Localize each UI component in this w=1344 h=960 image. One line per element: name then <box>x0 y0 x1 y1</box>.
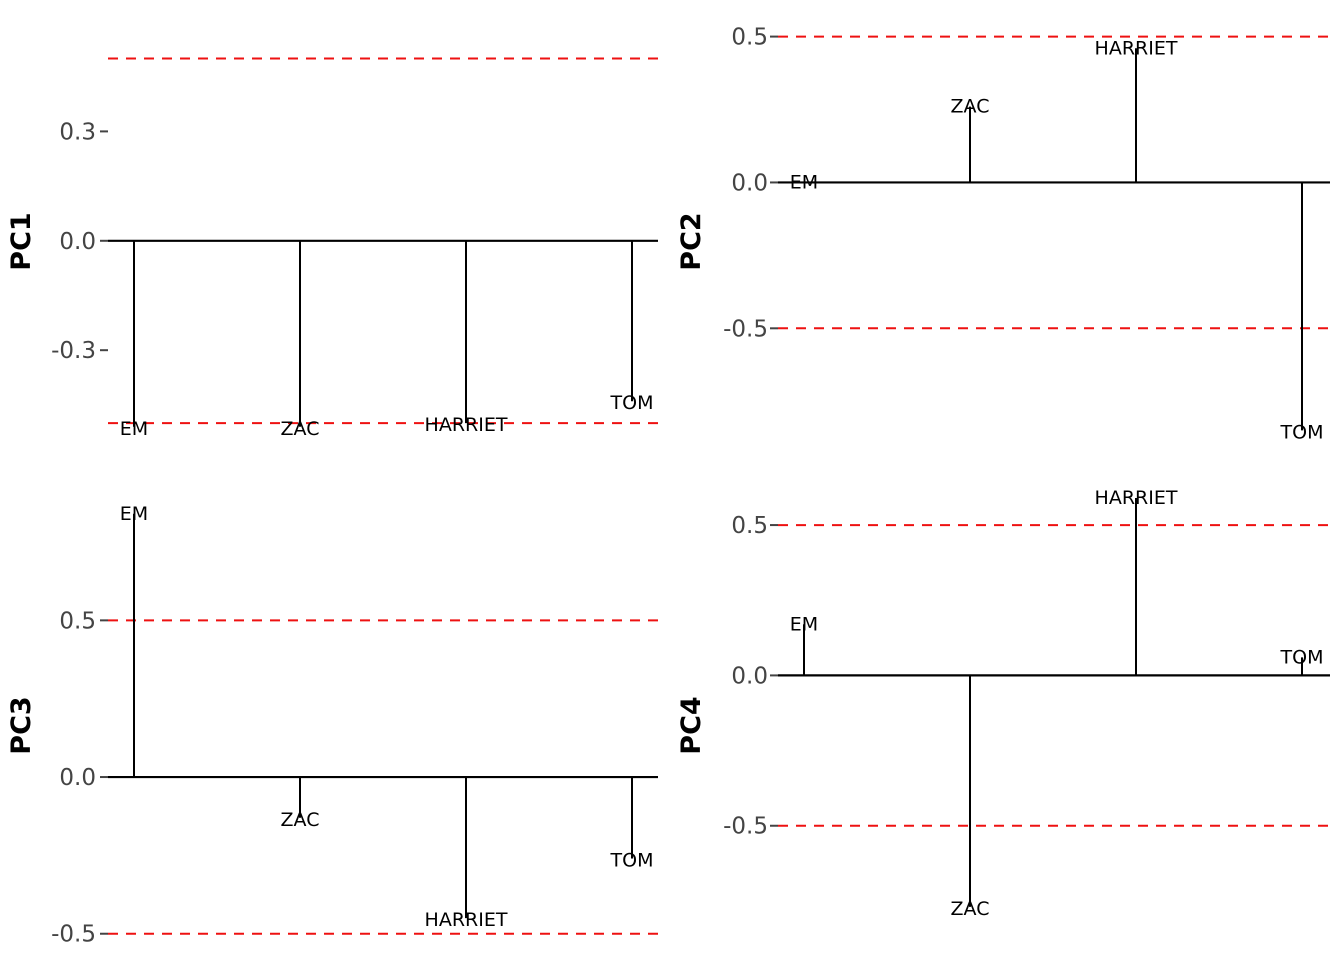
point-label: ZAC <box>281 809 320 831</box>
y-tick-label: 0.5 <box>731 25 768 51</box>
panel-pc2: PC2 -0.5 0.0 0.5EM ZAC HARRIET TOM <box>676 25 1330 443</box>
y-tick-label: 0.0 <box>59 765 96 791</box>
panel-pc3: PC3 -0.5 0.0 0.5 EM ZAC HARRIET TOM <box>6 503 658 948</box>
point-label: HARRIET <box>425 909 508 931</box>
y-tick-label: 0.3 <box>59 119 96 145</box>
point-label: TOM <box>610 392 654 414</box>
panel-pc1: PC1 -0.3 0.0 0.3EM ZAC HARRIET TOM <box>6 57 658 440</box>
y-tick-label: 0.0 <box>731 170 768 196</box>
point-label: EM <box>790 613 818 635</box>
point-label: ZAC <box>951 898 990 920</box>
y-tick-label: 0.0 <box>731 663 768 689</box>
point-label: ZAC <box>951 96 990 118</box>
y-axis-title: PC4 <box>676 696 707 754</box>
y-tick-label: 0.5 <box>731 513 768 539</box>
point-label: HARRIET <box>1095 37 1178 59</box>
y-axis-title: PC2 <box>676 212 707 270</box>
point-label: HARRIET <box>425 414 508 436</box>
y-tick-label: -0.5 <box>723 814 768 840</box>
point-label: ZAC <box>281 418 320 440</box>
point-label: TOM <box>610 850 654 872</box>
point-label: EM <box>790 171 818 193</box>
panel-pc4: PC4 -0.5 0.0 0.5EM ZAC HARRIET TOM <box>676 487 1330 920</box>
y-tick-label: -0.3 <box>51 338 96 364</box>
point-label: TOM <box>1280 646 1324 668</box>
point-label: TOM <box>1280 421 1324 443</box>
y-tick-label: 0.5 <box>59 608 96 634</box>
point-label: EM <box>120 503 148 525</box>
point-label: HARRIET <box>1095 487 1178 509</box>
y-axis-title: PC1 <box>6 212 37 270</box>
y-tick-label: -0.5 <box>51 922 96 948</box>
y-tick-label: 0.0 <box>59 229 96 255</box>
y-axis-title: PC3 <box>6 696 37 754</box>
point-label: EM <box>120 418 148 440</box>
y-tick-label: -0.5 <box>723 316 768 342</box>
